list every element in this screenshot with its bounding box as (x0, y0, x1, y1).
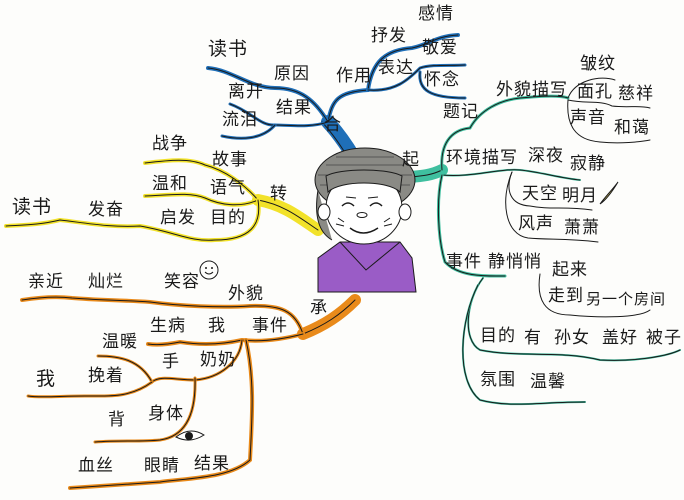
cheng-canlan: 灿烂 (88, 272, 124, 292)
qi-qiaoqiao: 静悄悄 (488, 252, 542, 272)
qi-wenxin: 温馨 (530, 372, 566, 392)
qi-beizi: 被子 (646, 328, 682, 348)
he-liulei: 流泪 (222, 110, 258, 130)
qi-mudi: 目的 (480, 326, 516, 346)
he-label: 合 (324, 115, 342, 135)
zhuan-yuqi: 语气 (210, 178, 246, 198)
he-likai: 离开 (228, 82, 264, 102)
qi-qilai: 起来 (552, 260, 588, 280)
zhuan-fafen: 发奋 (88, 200, 124, 220)
qi-xiaoxiao: 萧萧 (564, 218, 600, 238)
zhuan-branch-lines (4, 158, 324, 243)
qi-mingyue: 明月 (562, 186, 598, 206)
qi-waimao: 外貌描写 (496, 80, 568, 100)
cheng-shengbing: 生病 (150, 316, 186, 336)
cheng-branch-lines (20, 294, 361, 490)
qi-cixiang: 慈祥 (618, 84, 654, 104)
zhuan-label: 转 (270, 184, 288, 204)
cheng-waimao: 外貌 (228, 284, 264, 304)
qi-zhouwen: 皱纹 (580, 54, 616, 74)
zhuan-gushi: 故事 (212, 150, 248, 170)
he-yuanyin: 原因 (274, 64, 310, 84)
qi-fengsheng: 风声 (518, 214, 554, 234)
eye-icon (175, 430, 205, 441)
cheng-wo: 我 (208, 316, 226, 336)
qi-huanjing: 环境描写 (446, 148, 518, 168)
cheng-shenti: 身体 (148, 404, 184, 424)
qi-zoudao: 走到 (548, 286, 584, 306)
qi-shenye: 深夜 (528, 146, 564, 166)
cheng-qinjin: 亲近 (28, 272, 64, 292)
he-jingai: 敬爱 (422, 38, 458, 58)
cheng-shou: 手 (162, 352, 180, 372)
he-branch-lines (206, 33, 467, 175)
cheng-wanzhe: 挽着 (88, 366, 124, 386)
he-dushu: 读书 (208, 38, 249, 60)
he-jieguo: 结果 (276, 98, 312, 118)
zhuan-qifa: 启发 (160, 208, 196, 228)
zhuan-zhanzheng: 战争 (152, 134, 188, 154)
qi-heai: 和蔼 (614, 118, 650, 138)
cheng-xuesi: 血丝 (78, 456, 114, 476)
qi-shengyin: 声音 (570, 108, 606, 128)
qi-jijing: 寂静 (570, 154, 606, 174)
cheng-wo2: 我 (36, 368, 57, 390)
grandma-portrait (314, 147, 417, 293)
qi-label: 起 (402, 150, 420, 170)
cheng-bei: 背 (108, 410, 126, 430)
cheng-shijian: 事件 (252, 316, 288, 336)
qi-miankong: 面孔 (577, 82, 613, 102)
he-shufa: 抒发 (371, 26, 407, 46)
cheng-jieguo: 结果 (194, 454, 230, 474)
cheng-label: 承 (310, 298, 328, 318)
qi-tiankong: 天空 (522, 184, 558, 204)
qi-shijian: 事件 (446, 252, 482, 272)
qi-sunnv: 孙女 (554, 328, 590, 348)
zhuan-wenhe: 温和 (152, 174, 188, 194)
smiley-icon (199, 260, 219, 280)
cheng-yanjing: 眼睛 (144, 456, 180, 476)
qi-lingyijian: 另一个房间 (586, 290, 667, 308)
moon-leaf-icon (599, 181, 619, 205)
zhuan-mudi: 目的 (210, 208, 246, 228)
qi-you: 有 (524, 328, 542, 348)
cheng-nainai: 奶奶 (200, 350, 236, 370)
qi-gaihao: 盖好 (602, 328, 638, 348)
he-biaoda: 表达 (378, 58, 414, 78)
he-huainian: 怀念 (424, 70, 460, 90)
cheng-xiaorong: 笑容 (164, 272, 200, 292)
zhuan-dushu: 读书 (12, 196, 53, 218)
he-ganqing: 感情 (418, 4, 454, 24)
qi-tiji: 题记 (443, 102, 479, 122)
he-zuoyong: 作用 (336, 66, 372, 86)
cheng-wennuan: 温暖 (102, 332, 138, 352)
qi-fenwei: 氛围 (480, 370, 516, 390)
